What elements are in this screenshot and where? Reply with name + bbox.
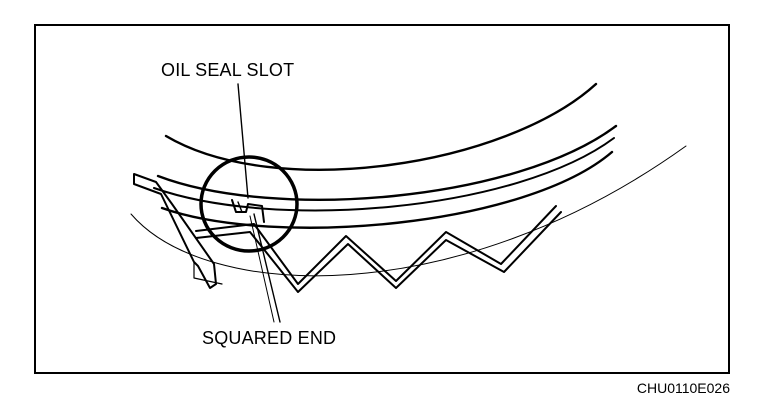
squared-end-leader-2	[249, 215, 275, 323]
figure-code: CHU0110E026	[636, 380, 730, 396]
squared-end-label: SQUARED END	[202, 328, 337, 348]
seal-ring-illustration	[130, 82, 687, 323]
oil-seal-slot-label: OIL SEAL SLOT	[161, 60, 295, 80]
ring-outer-arc	[164, 82, 598, 171]
bore-arc	[130, 145, 687, 277]
ring-arc-3	[153, 137, 615, 212]
squared-end-step	[231, 199, 265, 223]
ring-arc-4	[160, 150, 614, 229]
squared-end-notch	[237, 201, 243, 213]
oil-seal-leader	[237, 83, 249, 199]
detail-circle	[199, 155, 299, 253]
retainer-clip	[133, 173, 217, 289]
expander-spring-outer	[195, 205, 557, 285]
ring-arc-2	[156, 124, 618, 201]
expander-spring-inner	[195, 211, 562, 293]
squared-end-leader	[253, 213, 281, 323]
diagram-frame: OIL SEAL SLOT SQUARED END	[34, 24, 730, 374]
retainer-clip-foot	[193, 261, 223, 285]
